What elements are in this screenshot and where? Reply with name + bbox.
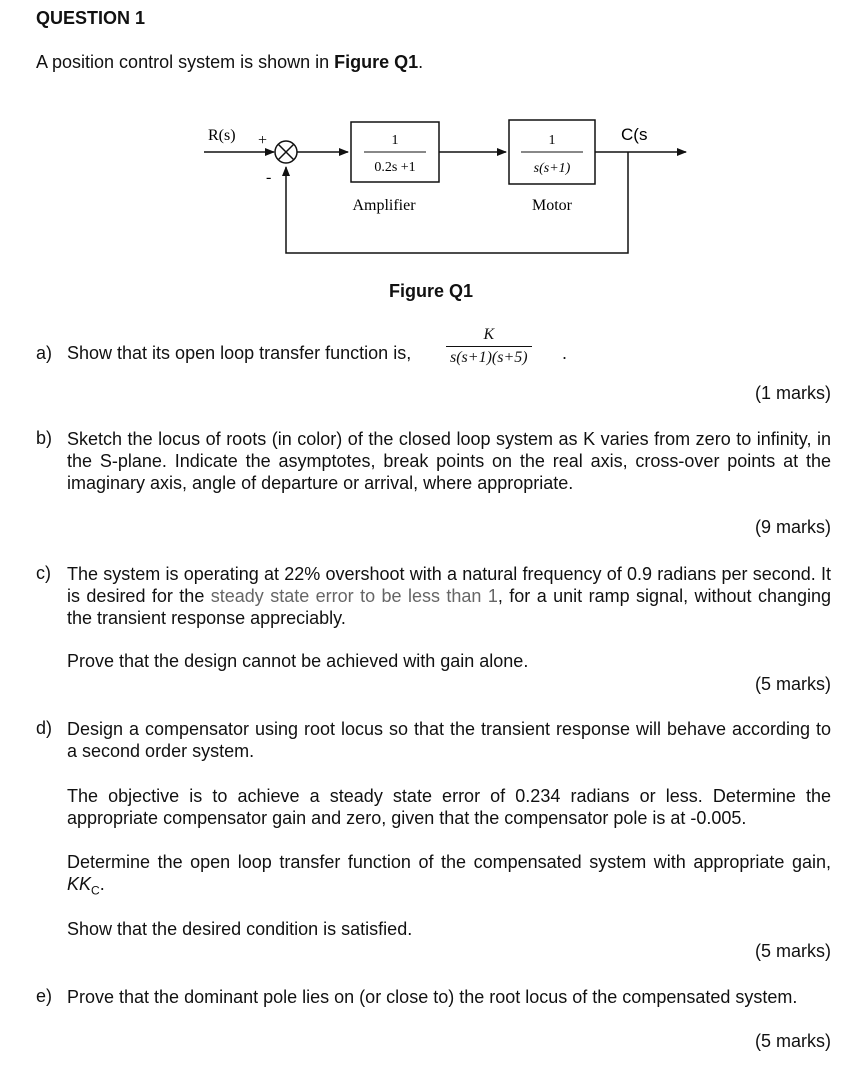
part-d-label: d) — [36, 718, 53, 738]
part-a-transfer-function: K s(s+1)(s+5) — [446, 326, 532, 367]
motor-numerator: 1 — [549, 133, 556, 148]
part-c-text-1: The system is operating at 22% overshoot… — [67, 564, 831, 606]
part-c-text-2: , for a unit ramp signal, without changi… — [67, 586, 832, 628]
gain-subscript: C — [91, 883, 100, 898]
part-c-highlight: steady state error to be less than 1 — [210, 586, 498, 606]
part-c-marks: (5 marks) — [755, 674, 831, 694]
motor-denominator: s(s+1) — [534, 161, 571, 176]
part-d-text-3: Determine the open loop transfer functio… — [67, 851, 831, 902]
part-d-text-1: Design a compensator using root locus so… — [67, 719, 831, 761]
part-e-label: e) — [36, 986, 53, 1006]
figure-caption: Figure Q1 — [388, 281, 473, 301]
intro-end: . — [418, 52, 424, 72]
plus-sign: + — [258, 132, 267, 149]
part-e-text: Prove that the dominant pole lies on (or… — [67, 987, 798, 1007]
tf-denominator: s(s+1)(s+5) — [446, 346, 532, 367]
input-label: R(s) — [208, 127, 236, 144]
part-d-text-3-main: Determine the open loop transfer functio… — [67, 852, 831, 872]
part-b-marks: (9 marks) — [755, 517, 831, 537]
part-b-text: Sketch the locus of roots (in color) of … — [67, 429, 831, 493]
question-heading: QUESTION 1 — [36, 8, 146, 28]
summing-junction — [274, 140, 298, 164]
intro-sentence: A position control system is shown in — [36, 52, 335, 72]
block-diagram: R(s) + - 1 0.2s +1 Amplifier 1 s(s+1) Mo… — [204, 119, 687, 254]
part-c-label: c) — [36, 563, 51, 583]
part-a-text: Show that its open loop transfer functio… — [67, 343, 412, 363]
amplifier-denominator: 0.2s +1 — [374, 160, 415, 175]
tf-period: . — [562, 343, 568, 363]
intro-text: A position control system is shown in Fi… — [36, 52, 423, 73]
part-c-text: The system is operating at 22% overshoot… — [67, 563, 831, 629]
feedback-path — [282, 152, 629, 254]
part-a-marks: (1 marks) — [755, 383, 831, 403]
part-d-text-4: Show that the desired condition is satis… — [67, 919, 413, 939]
part-c-prove: Prove that the design cannot be achieved… — [67, 651, 529, 671]
figure-reference: Figure Q1 — [334, 52, 419, 72]
amplifier-label: Amplifier — [352, 197, 416, 214]
gain-symbol: KK — [67, 874, 92, 894]
part-b-label: b) — [36, 428, 53, 448]
part-a-label: a) — [36, 343, 53, 363]
tf-numerator: K — [483, 326, 495, 343]
output-label: C(s — [621, 125, 647, 144]
part-e-marks: (5 marks) — [755, 1031, 831, 1051]
part-d-marks: (5 marks) — [755, 941, 831, 961]
part-d-text-3-end: . — [99, 874, 105, 894]
amplifier-numerator: 1 — [392, 133, 399, 148]
part-d-text-2: The objective is to achieve a steady sta… — [67, 786, 831, 828]
motor-label: Motor — [532, 197, 573, 214]
minus-sign: - — [266, 169, 271, 186]
